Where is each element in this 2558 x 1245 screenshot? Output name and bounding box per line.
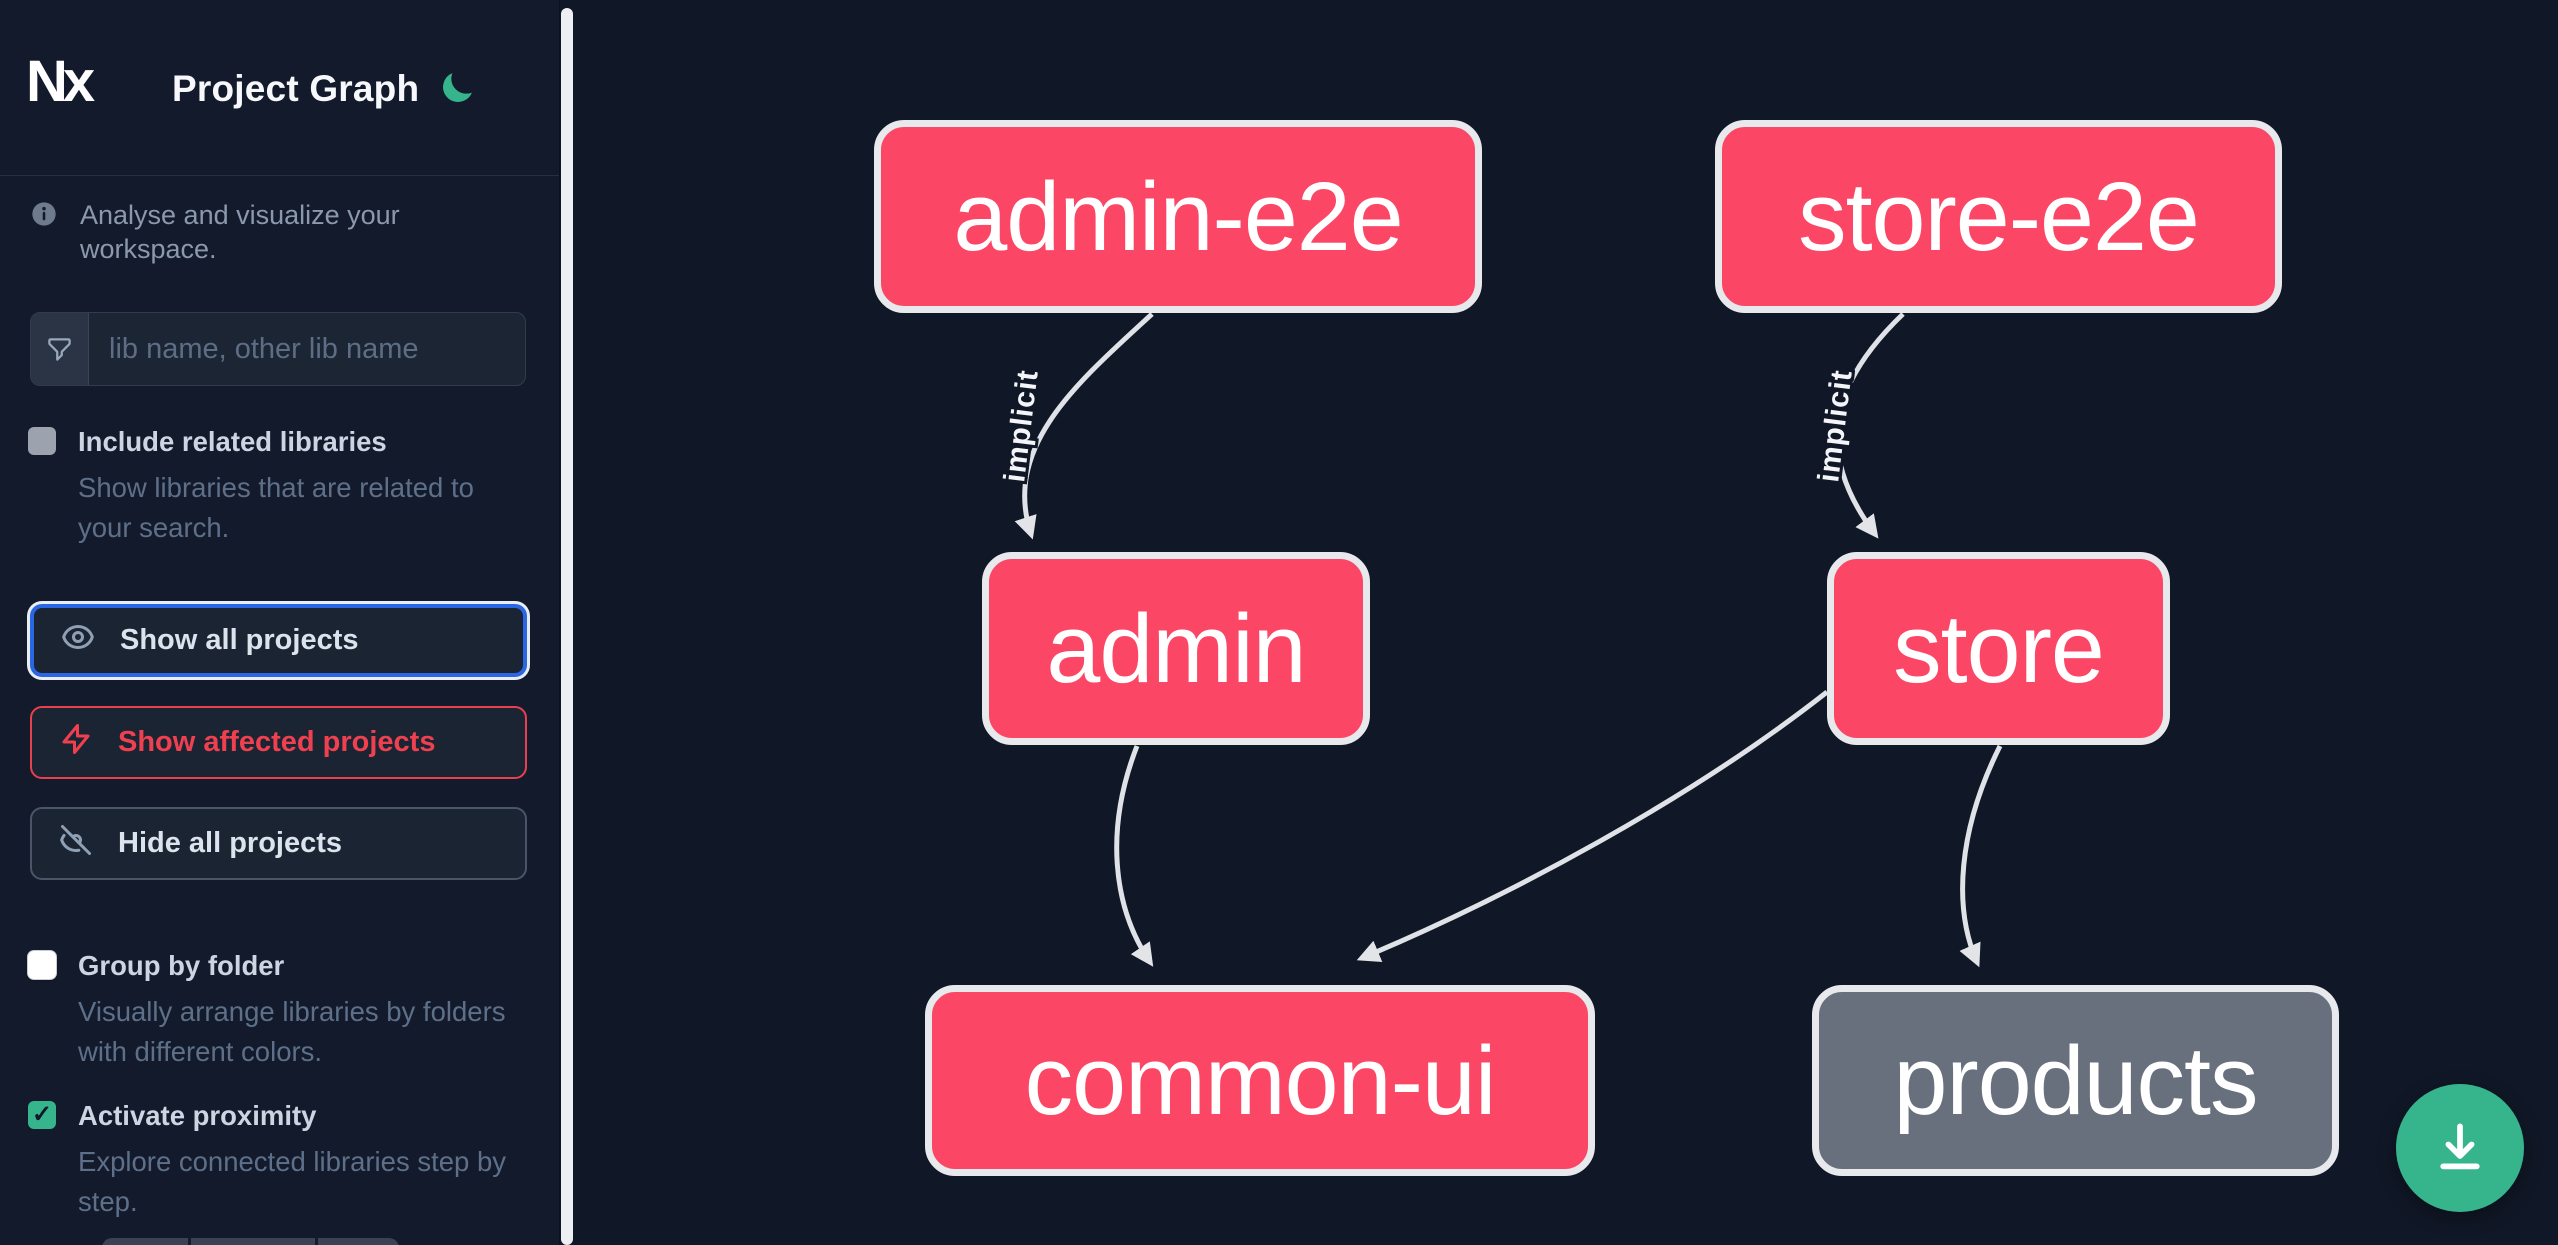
sidebar: Nx Project Graph Analyse and visualize y… — [0, 0, 560, 1245]
edge-store-products[interactable] — [1959, 744, 2003, 968]
option-group-by-folder: Group by folder Visually arrange librari… — [28, 950, 518, 1072]
bolt-icon — [58, 721, 94, 765]
show-all-projects-button[interactable]: Show all projects — [30, 604, 527, 677]
download-graph-button[interactable] — [2396, 1084, 2524, 1212]
divider — [315, 1238, 318, 1245]
eye-icon — [60, 619, 96, 663]
search-input[interactable] — [89, 313, 525, 385]
hide-all-projects-button[interactable]: Hide all projects — [30, 807, 527, 880]
filter-icon — [31, 313, 89, 385]
option-include-related-libraries: Include related libraries Show libraries… — [28, 426, 518, 548]
proximity-degree-control — [102, 1238, 399, 1245]
page-title: Project Graph — [172, 68, 420, 109]
workspace-tagline-row: Analyse and visualize your workspace. — [30, 198, 530, 266]
option-activate-proximity: ✓ Activate proximity Explore connected l… — [28, 1100, 518, 1222]
edge-admin-e2e-admin[interactable] — [1014, 312, 1154, 540]
divider — [188, 1238, 191, 1245]
sidebar-header: Nx Project Graph — [0, 0, 559, 176]
show-all-projects-label: Show all projects — [120, 624, 359, 656]
node-store-e2e[interactable]: store-e2e — [1715, 120, 2282, 313]
group-by-folder-label[interactable]: Group by folder — [78, 950, 285, 981]
sidebar-scrollbar[interactable] — [561, 8, 573, 1245]
include-related-label[interactable]: Include related libraries — [78, 426, 387, 457]
search-box — [30, 312, 526, 386]
eye-slash-icon — [58, 822, 94, 866]
group-by-folder-checkbox[interactable] — [28, 951, 56, 979]
download-icon — [2429, 1116, 2491, 1181]
node-admin[interactable]: admin — [982, 552, 1370, 745]
node-products[interactable]: products — [1812, 985, 2339, 1176]
group-by-folder-description: Visually arrange libraries by folders wi… — [78, 996, 506, 1067]
moon-icon — [438, 72, 478, 110]
edge-admin-common-ui[interactable] — [1114, 745, 1154, 967]
node-admin-e2e[interactable]: admin-e2e — [874, 120, 1482, 313]
node-store[interactable]: store — [1827, 552, 2170, 745]
activate-proximity-checkbox[interactable]: ✓ — [28, 1101, 56, 1129]
theme-toggle-button[interactable] — [436, 66, 480, 110]
include-related-description: Show libraries that are related to your … — [78, 472, 474, 543]
nx-logo: Nx — [26, 48, 95, 114]
workspace-tagline: Analyse and visualize your workspace. — [80, 200, 400, 264]
show-affected-projects-button[interactable]: Show affected projects — [30, 706, 527, 779]
include-related-checkbox[interactable] — [28, 427, 56, 455]
edge-store-common-ui[interactable] — [1356, 690, 1829, 962]
show-affected-projects-label: Show affected projects — [118, 726, 436, 758]
activate-proximity-description: Explore connected libraries step by step… — [78, 1146, 507, 1217]
activate-proximity-label[interactable]: Activate proximity — [78, 1100, 317, 1131]
info-icon — [30, 200, 58, 228]
edge-store-e2e-store[interactable] — [1834, 312, 1905, 539]
hide-all-projects-label: Hide all projects — [118, 827, 343, 859]
node-common-ui[interactable]: common-ui — [925, 985, 1595, 1176]
